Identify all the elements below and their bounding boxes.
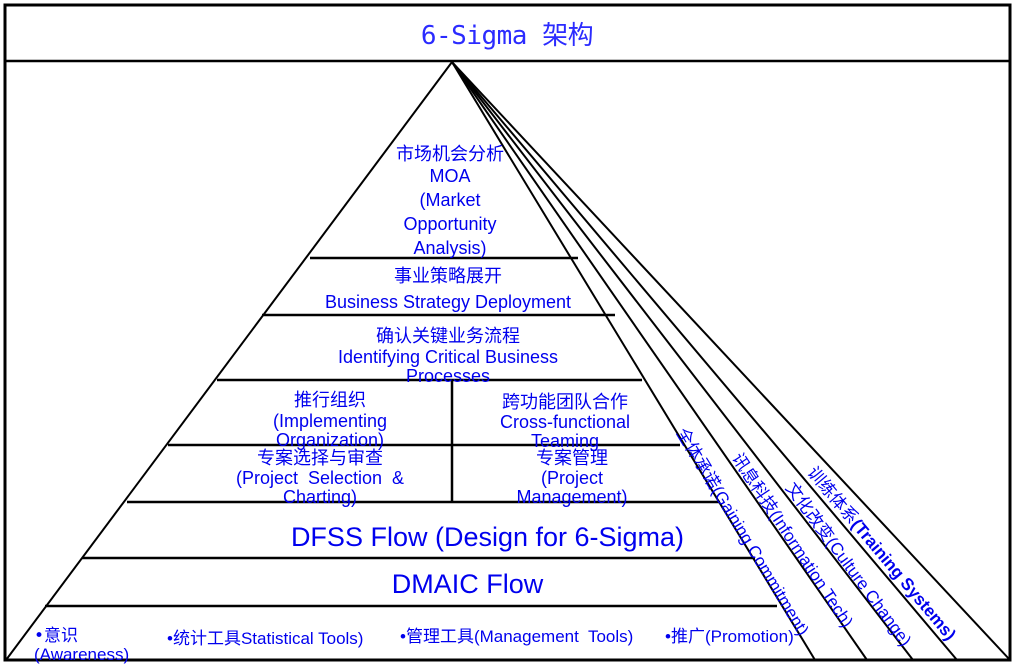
base-item-statistical-tools: •统计工具Statistical Tools) xyxy=(167,629,364,648)
level-moa: 市场机会分析 MOA (Market Opportunity Analysis) xyxy=(340,144,560,258)
diagram-title: 6-Sigma 架构 xyxy=(420,20,594,51)
base-item-promotion: •推广(Promotion) xyxy=(665,627,794,646)
base-item-awareness: •意识 (Awareness) xyxy=(34,626,130,664)
level-critical-processes: 确认关键业务流程 Identifying Critical Business P… xyxy=(298,326,598,386)
level-project-management: 专案管理 (Project Management) xyxy=(472,448,672,507)
level-text: MOA xyxy=(429,165,471,186)
level-cross-functional: 跨功能团队合作 Cross-functional Teaming xyxy=(465,392,665,451)
level-text: Charting) xyxy=(282,486,358,507)
level-dfss: DFSS Flow (Design for 6-Sigma) xyxy=(200,522,775,552)
level-text: Identifying Critical Business xyxy=(337,346,559,367)
level-text: Cross-functional xyxy=(499,411,631,432)
level-text: 推行组织 xyxy=(294,390,366,411)
base-item-text: •意识 xyxy=(34,626,79,646)
level-project-selection: 专案选择与审查 (Project Selection & Charting) xyxy=(210,448,430,507)
level-implementing-organization: 推行组织 (Implementing Organization) xyxy=(230,390,430,450)
band-line-1 xyxy=(451,61,868,661)
level-text: 事业策略展开 xyxy=(394,266,502,287)
base-item-management-tools: •管理工具(Management Tools) xyxy=(400,627,634,646)
level-text: 确认关键业务流程 xyxy=(376,326,520,347)
level-text: Processes xyxy=(405,365,491,386)
pyramid-right-edge xyxy=(451,61,816,661)
band-line-4 xyxy=(451,61,1011,661)
band-line-2 xyxy=(451,61,914,661)
level-text: Analysis) xyxy=(413,237,487,258)
base-item-text: (Awareness) xyxy=(34,644,130,664)
level-text: Teaming xyxy=(530,430,600,451)
level-business-strategy: 事业策略展开 Business Strategy Deployment xyxy=(298,266,598,312)
level-text: Opportunity xyxy=(403,213,497,234)
level-text: (Market xyxy=(419,189,481,210)
level-text: 专案选择与审查 xyxy=(257,448,383,469)
level-text: (Project xyxy=(540,467,603,488)
level-text: 跨功能团队合作 xyxy=(502,392,628,413)
level-text: (Implementing xyxy=(272,410,388,431)
level-text: Organization) xyxy=(275,429,385,450)
outer-frame xyxy=(3,3,1012,662)
pyramid-left-edge xyxy=(5,61,453,661)
level-text: DFSS Flow (Design for 6-Sigma) xyxy=(290,522,685,552)
level-text: (Project Selection & xyxy=(235,467,405,488)
level-text: Management) xyxy=(516,486,628,507)
level-text: DMAIC Flow xyxy=(391,569,544,599)
level-text: 市场机会分析 xyxy=(396,144,504,165)
level-dmaic: DMAIC Flow xyxy=(300,569,635,599)
level-text: 专案管理 xyxy=(536,448,608,469)
level-text: Business Strategy Deployment xyxy=(324,291,572,312)
band-line-3 xyxy=(451,61,958,661)
